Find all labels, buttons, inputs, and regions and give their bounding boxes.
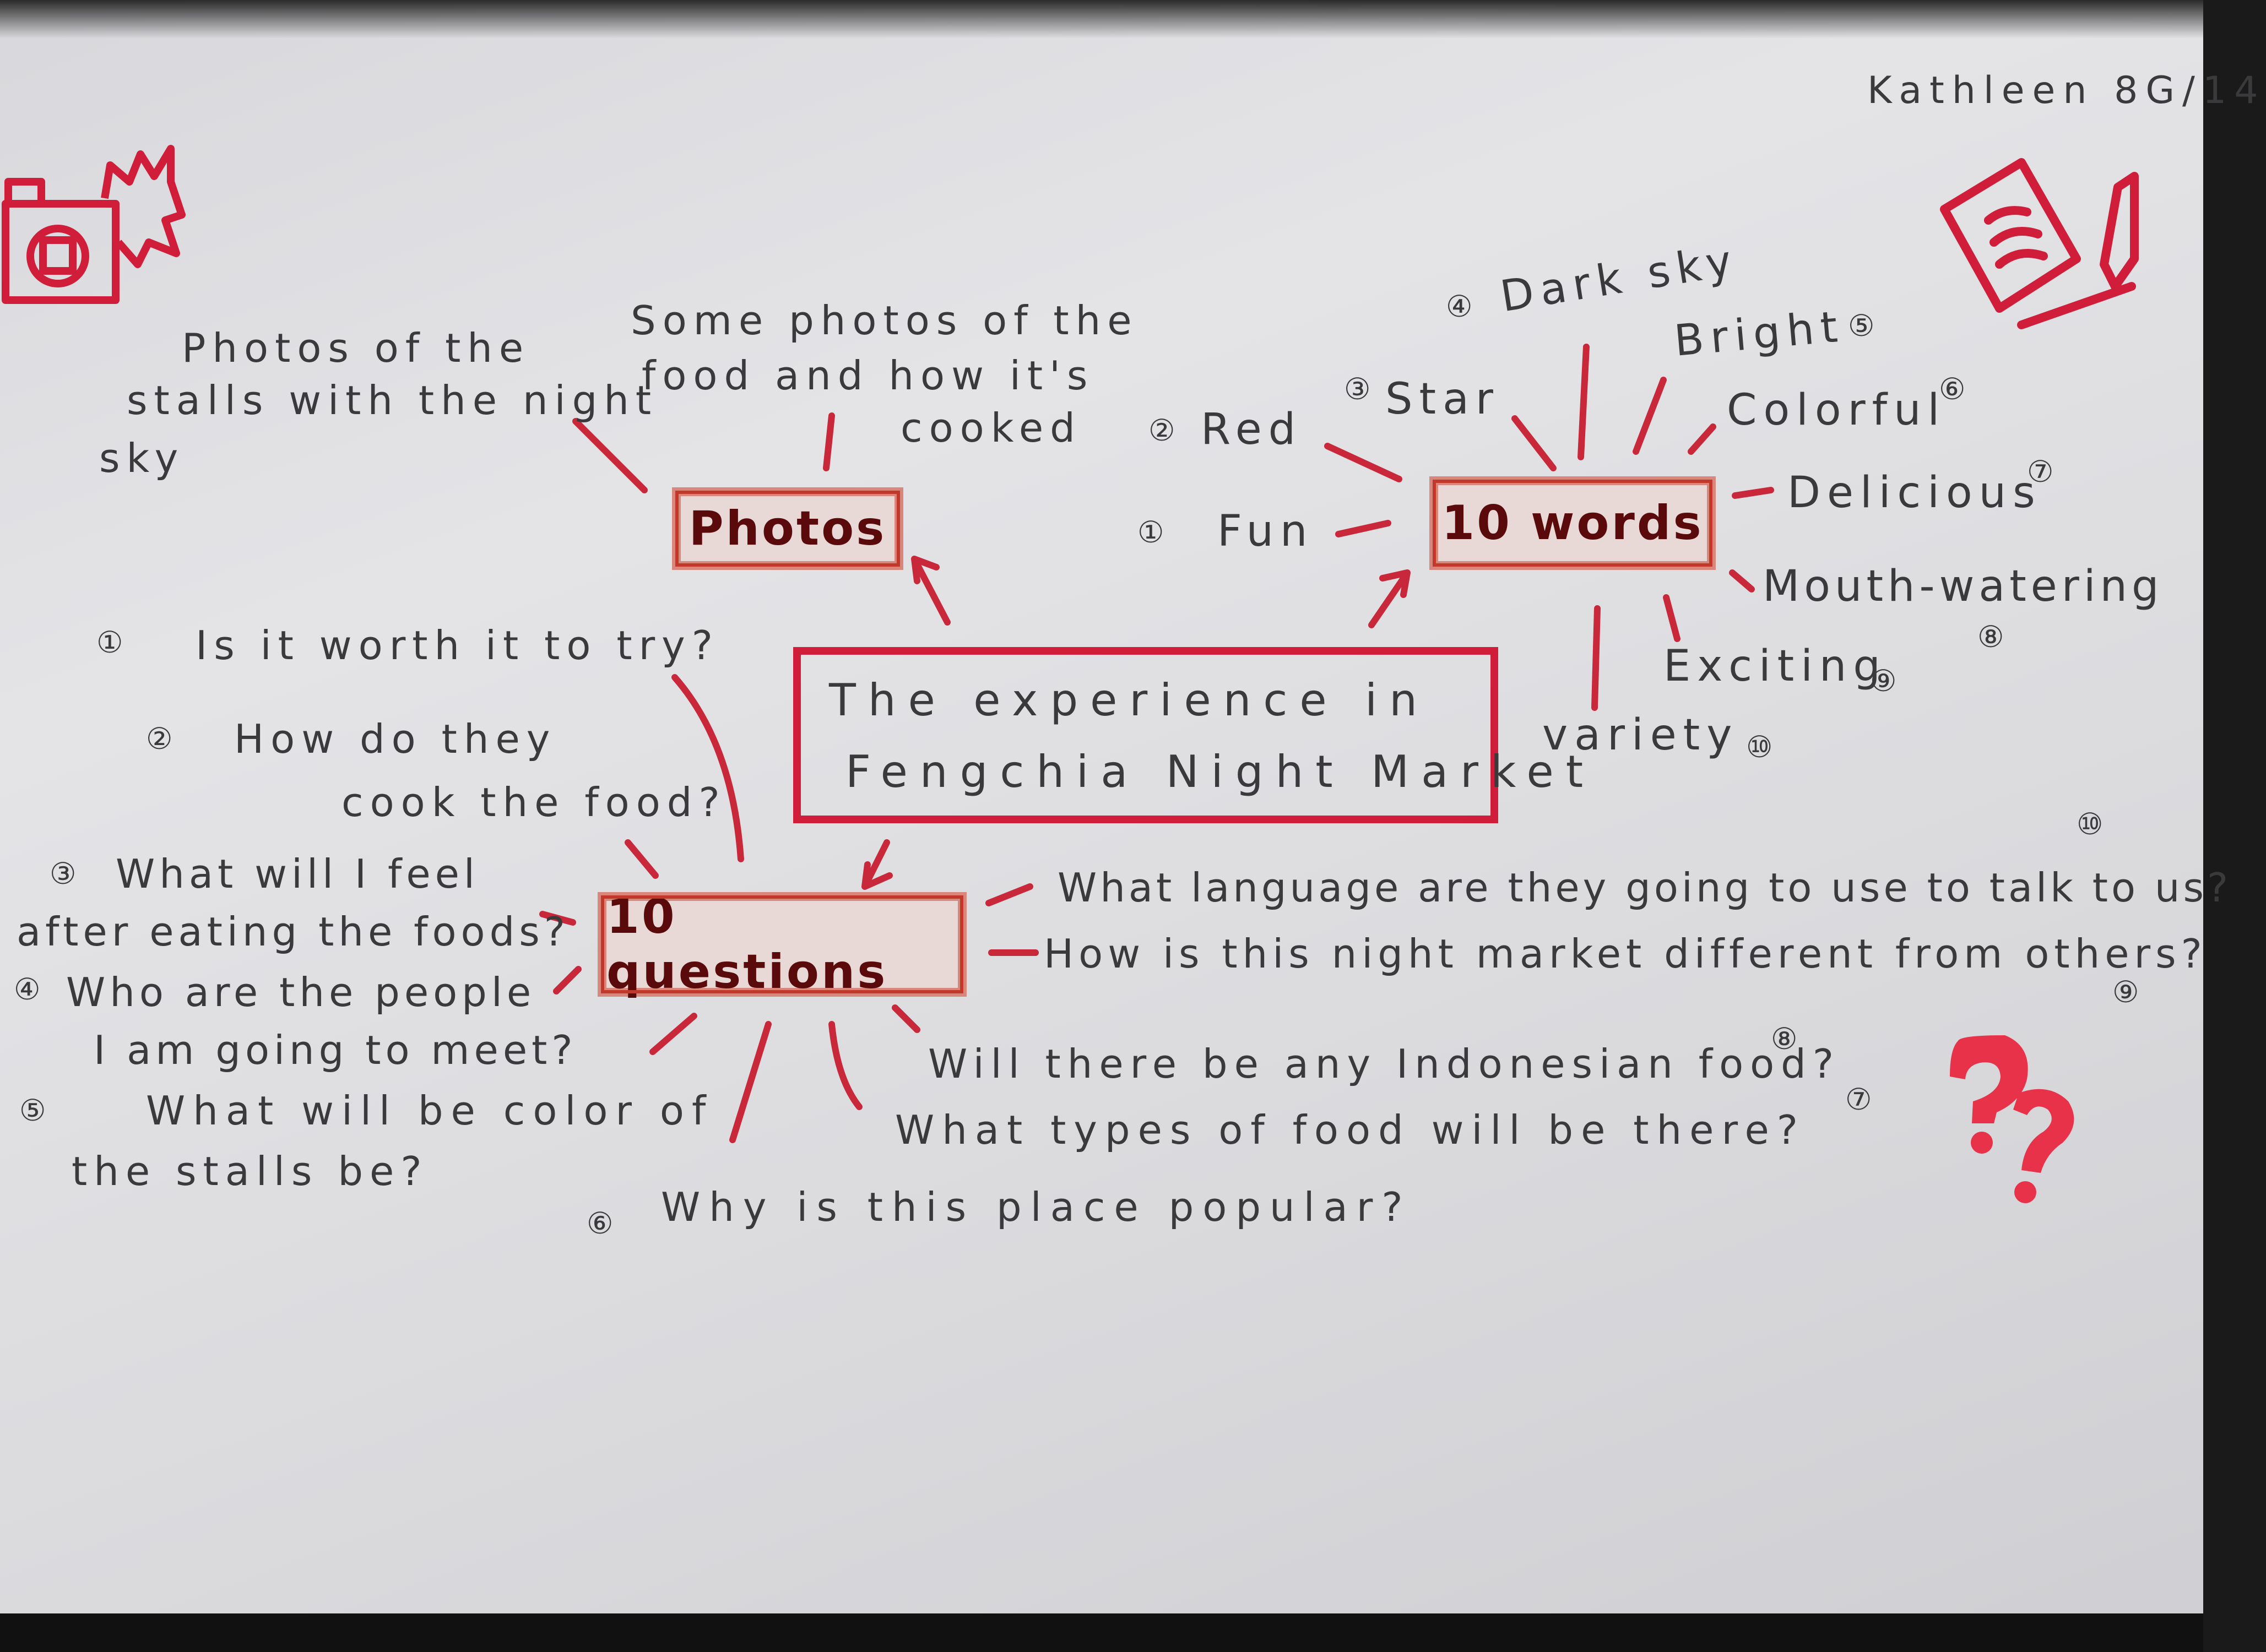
node-photos-label: Photos — [689, 501, 887, 556]
line-q7 — [828, 1021, 863, 1110]
photos-food-line2: food and how it's — [642, 352, 1094, 399]
question-marks-icon — [1950, 1035, 2074, 1203]
word-1: Fun — [1217, 507, 1314, 556]
bottom-edge — [0, 1613, 2203, 1652]
line-q8 — [892, 1004, 920, 1033]
word-3: Star — [1385, 374, 1500, 424]
word-7-num: ⑦ — [2027, 454, 2054, 489]
line-q1 — [671, 674, 744, 862]
connector-lines — [539, 344, 1774, 1143]
photos-stalls-line2: stalls with the night — [127, 377, 658, 423]
line-mouthwatering — [1729, 569, 1755, 593]
word-1-num: ① — [1137, 515, 1164, 550]
word-8: Mouth-watering — [1763, 562, 2164, 611]
question-7: What types of food will be there? — [895, 1107, 1806, 1153]
question-4-line2: I am going to meet? — [94, 1027, 577, 1073]
question-2-num: ② — [146, 721, 173, 756]
arrow-center-photos — [911, 556, 951, 626]
word-3-num: ③ — [1344, 372, 1371, 406]
word-5-num: ⑤ — [1848, 308, 1875, 343]
question-8: Will there be any Indonesian food? — [928, 1041, 1841, 1087]
question-10: What language are they going to use to t… — [1058, 865, 2232, 911]
question-8-num: ⑧ — [1771, 1021, 1798, 1056]
line-red — [1324, 443, 1402, 482]
line-q6 — [729, 1021, 772, 1143]
line-star — [1511, 415, 1557, 471]
line-colorful — [1688, 423, 1716, 455]
question-4-line1: Who are the people — [66, 969, 536, 1015]
author-label: Kathleen 8G/14 — [1867, 69, 2266, 112]
word-2: Red — [1201, 405, 1303, 454]
line-q4 — [553, 966, 582, 995]
question-5-num: ⑤ — [19, 1093, 46, 1128]
line-fun — [1335, 520, 1391, 537]
notepad-pen-icon — [1940, 158, 2139, 329]
word-4-num: ④ — [1446, 289, 1473, 324]
word-8-num: ⑧ — [1977, 620, 2004, 654]
arrow-center-questions — [861, 839, 893, 890]
line-delicious — [1732, 487, 1774, 499]
question-3-num: ③ — [50, 856, 77, 891]
photos-stalls-line1: Photos of the — [182, 325, 530, 371]
photos-food-line1: Some photos of the — [631, 297, 1139, 344]
question-7-num: ⑦ — [1845, 1082, 1872, 1117]
node-10-questions-label: 10 questions — [606, 889, 888, 999]
word-9-num: ⑨ — [1870, 664, 1897, 698]
line-q2 — [625, 839, 659, 879]
word-6: Colorful — [1727, 385, 1947, 435]
central-topic-line1: The experience in — [829, 675, 1429, 726]
question-10-num: ⑩ — [2077, 807, 2104, 841]
question-4-num: ④ — [14, 972, 41, 1007]
camera-icon — [2, 145, 186, 304]
line-q3 — [539, 911, 576, 926]
top-shadow — [0, 0, 2203, 39]
line-exciting — [1663, 594, 1680, 642]
question-2-line1: How do they — [234, 716, 557, 762]
central-topic-box — [793, 647, 1498, 823]
word-7: Delicious — [1787, 468, 2042, 518]
node-10-words-label: 10 words — [1441, 496, 1704, 551]
line-variety — [1591, 605, 1601, 711]
question-5-line2: the stalls be? — [72, 1148, 429, 1194]
line-q5 — [649, 1013, 697, 1055]
photos-food-line3: cooked — [901, 405, 1082, 451]
word-9: Exciting — [1663, 642, 1887, 691]
node-10-questions: 10 questions — [598, 889, 967, 999]
photos-stalls-line3: sky — [99, 435, 185, 481]
question-6-num: ⑥ — [587, 1206, 614, 1241]
question-5-line1: What will be color of — [146, 1088, 714, 1134]
line-bright — [1633, 377, 1667, 455]
question-2-line2: cook the food? — [341, 779, 727, 825]
line-darksky — [1577, 344, 1590, 460]
question-1-num: ① — [96, 625, 123, 660]
line-q10 — [985, 883, 1033, 906]
question-3-line2: after eating the foods? — [17, 909, 570, 955]
line-photos-food — [823, 412, 835, 471]
question-9-num: ⑨ — [2112, 975, 2139, 1009]
question-1: Is it worth it to try? — [196, 622, 719, 669]
node-10-words: 10 words — [1429, 476, 1716, 570]
question-9: How is this night market different from … — [1044, 931, 2207, 977]
word-10-num: ⑩ — [1746, 730, 1773, 764]
question-3-line1: What will I feel — [116, 851, 479, 897]
line-photos-stalls — [572, 418, 648, 493]
question-6: Why is this place popular? — [661, 1184, 1412, 1230]
central-topic-line2: Fengchia Night Market — [845, 746, 1596, 797]
word-6-num: ⑥ — [1939, 372, 1966, 406]
arrow-center-words — [1368, 569, 1411, 628]
word-2-num: ② — [1148, 413, 1175, 448]
node-photos: Photos — [672, 487, 903, 570]
word-10: variety — [1542, 710, 1739, 760]
